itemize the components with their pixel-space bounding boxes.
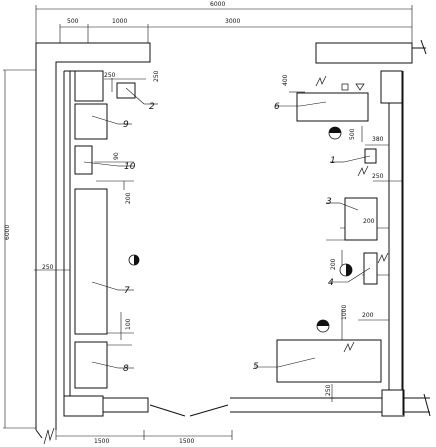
dim-250-bottom: 250 — [325, 384, 332, 396]
item-number-10: 10 — [124, 162, 136, 172]
furniture — [74, 82, 382, 389]
dim-380: 380 — [372, 136, 384, 143]
item-number-5: 5 — [253, 362, 259, 372]
item-6-box — [296, 92, 369, 122]
item-number-9: 9 — [123, 120, 129, 130]
dim-400: 400 — [282, 74, 289, 86]
item-3-box — [344, 197, 378, 241]
dimension-lines — [3, 5, 413, 440]
dim-bottom-1500-b: 1500 — [179, 438, 194, 445]
item-10-box — [74, 145, 93, 175]
item-number-8: 8 — [123, 364, 129, 374]
marker-ticks — [43, 75, 389, 445]
item-8-box — [74, 341, 108, 389]
dim-250-left-v: 250 — [153, 70, 160, 82]
dim-200-item5: 200 — [362, 312, 374, 319]
item-number-3: 3 — [326, 197, 332, 207]
electrical-symbols — [128, 83, 365, 333]
dim-250-top: 250 — [104, 72, 116, 79]
item-9-box — [74, 103, 108, 140]
item-7-box — [74, 188, 108, 335]
dim-left-total: 6000 — [4, 225, 11, 240]
item-2-box — [116, 82, 136, 99]
dim-200-left: 200 — [125, 192, 132, 204]
item-number-6: 6 — [274, 102, 280, 112]
dim-top-500: 500 — [67, 18, 79, 25]
outer-walls — [35, 39, 431, 439]
item-number-1: 1 — [330, 156, 336, 166]
item-5-box — [276, 339, 382, 383]
item-number-7: 7 — [124, 286, 130, 296]
dim-200-item3: 200 — [363, 218, 375, 225]
dim-500: 500 — [349, 128, 356, 140]
dim-90: 90 — [113, 152, 120, 160]
dim-top-3000: 3000 — [225, 18, 240, 25]
dim-250-wall: 250 — [42, 264, 54, 271]
item-1-box — [364, 148, 377, 164]
item-4-box — [363, 252, 378, 285]
item-number-4: 4 — [328, 278, 334, 288]
leader-lines — [83, 87, 371, 369]
dim-100: 100 — [125, 318, 132, 330]
dim-250-right: 250 — [372, 173, 384, 180]
dim-1000: 1000 — [341, 305, 348, 320]
dim-200-item4: 200 — [330, 258, 337, 270]
item-number-2: 2 — [149, 102, 155, 112]
dim-bottom-1500-a: 1500 — [94, 438, 109, 445]
dim-top-total: 6000 — [210, 1, 225, 8]
dim-top-1000: 1000 — [112, 18, 127, 25]
